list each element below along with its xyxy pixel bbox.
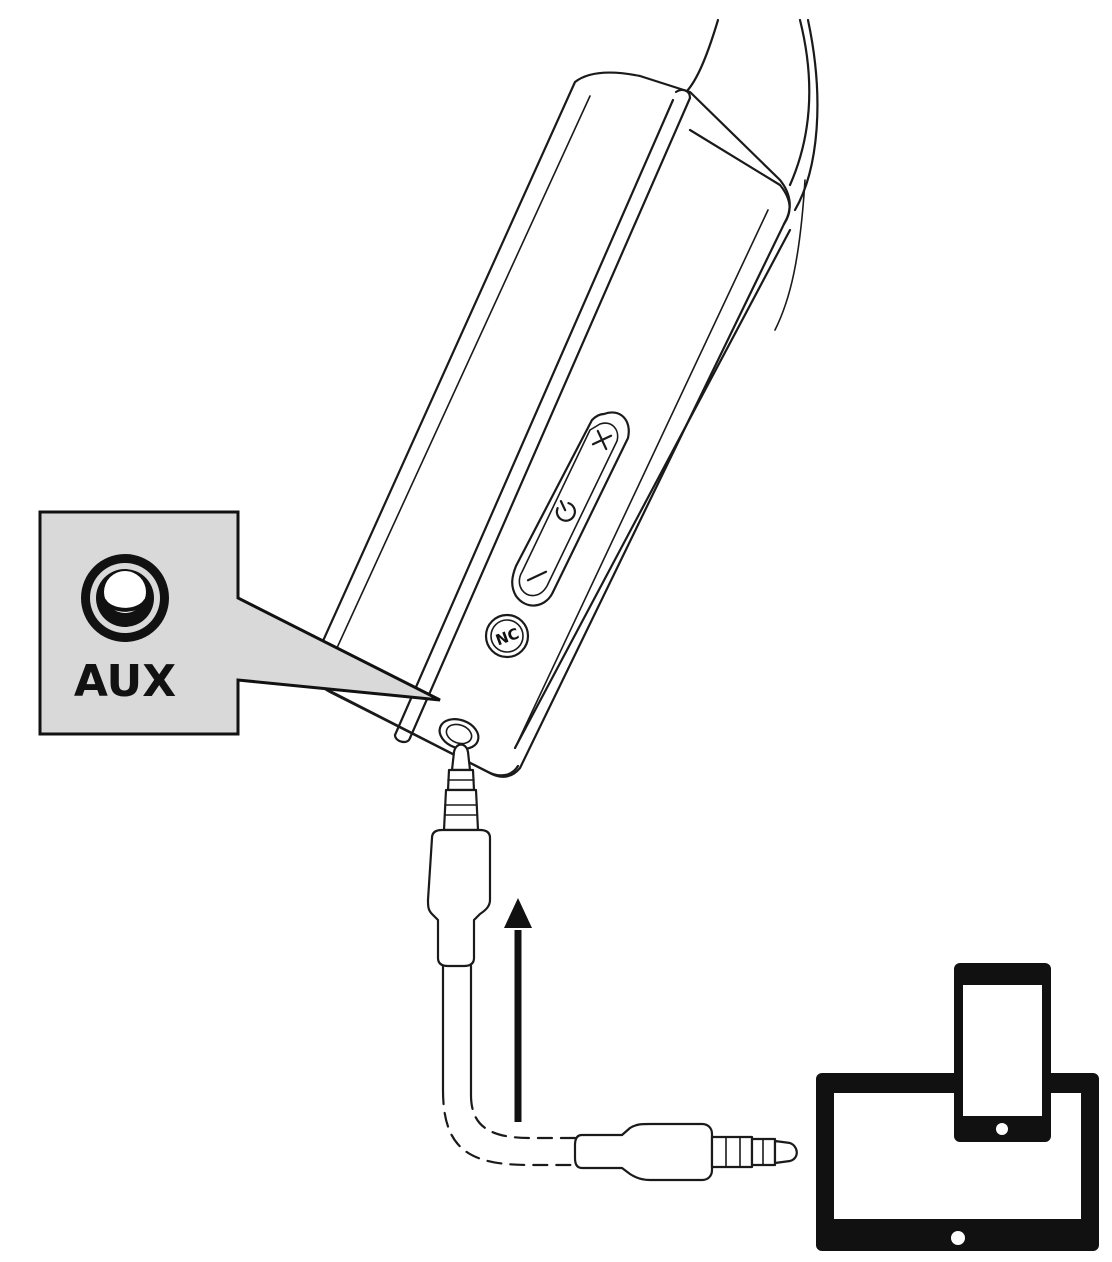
aux-port <box>438 718 480 750</box>
volume-power-button-strip[interactable] <box>511 411 630 607</box>
earcup <box>311 71 806 778</box>
headphone-plug <box>426 743 584 1167</box>
aux-callout: AUX <box>38 510 441 736</box>
aux-label: AUX <box>74 656 176 707</box>
up-arrow-icon <box>504 898 532 1122</box>
volume-down-button[interactable] <box>526 570 548 582</box>
device-plug <box>573 1122 798 1182</box>
noise-cancel-button[interactable]: NC <box>484 613 530 659</box>
smartphone-icon <box>954 963 1051 1142</box>
audio-jack-icon <box>81 554 169 642</box>
volume-up-button[interactable] <box>589 427 616 454</box>
power-icon[interactable] <box>553 497 578 523</box>
